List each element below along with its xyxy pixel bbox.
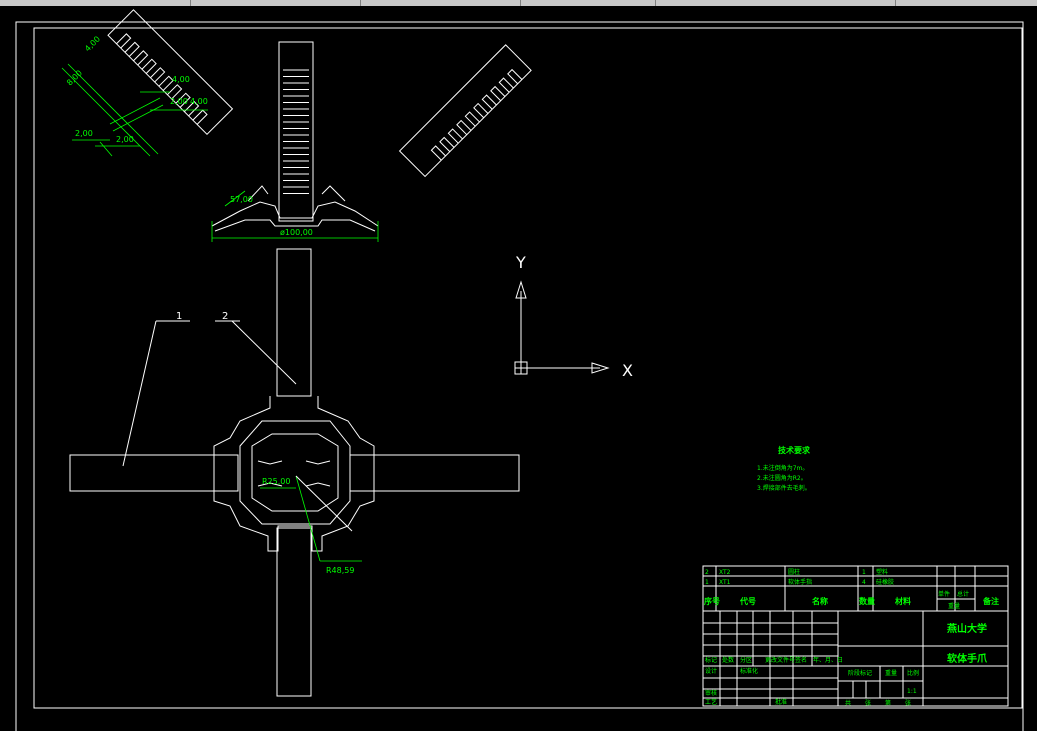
dim-2-a: 2,00 — [170, 97, 188, 106]
dim-8: 8,00 — [65, 68, 84, 87]
finger-left — [107, 9, 234, 135]
part-1-qty: 4 — [862, 579, 866, 586]
sheet-no-suffix: 张 — [905, 699, 911, 707]
header-weight: 重量 — [948, 602, 960, 610]
window-top-bar-segment — [360, 0, 521, 6]
inner-border — [33, 27, 1023, 709]
base-hub — [211, 201, 379, 232]
dim-2-c: 2,00 — [116, 135, 134, 144]
window-top-bar-segment — [190, 0, 361, 6]
hub-lugs — [247, 185, 346, 202]
header-qty: 数量 — [859, 596, 875, 606]
tech-title: 技术要求 — [778, 445, 811, 455]
cad-drawing-canvas[interactable]: ø100,00 57,00 4,00 8,00 4,00 2,00 4,00 2… — [0, 6, 1037, 731]
finger-right-front — [349, 454, 520, 492]
check-label: 审核 — [705, 689, 717, 697]
window-top-bar — [0, 0, 1037, 6]
rev-sign: 签名 — [795, 656, 807, 664]
sheet-total-suffix: 张 — [865, 699, 871, 707]
header-code: 代号 — [739, 596, 756, 606]
finger-up — [276, 248, 312, 397]
part-1-code: XT1 — [719, 579, 731, 586]
header-note: 备注 — [982, 596, 999, 606]
finger-right — [398, 44, 532, 178]
dim-57: 57,00 — [230, 195, 253, 204]
header-unit: 单件 — [938, 590, 950, 598]
approve-label: 批准 — [775, 698, 787, 706]
finger-left-front — [69, 454, 239, 492]
top-view: ø100,00 57,00 4,00 8,00 4,00 2,00 4,00 2… — [61, 9, 532, 242]
finger-down — [276, 527, 312, 697]
front-hub-core — [251, 433, 339, 512]
drawing-name: 软体手爪 — [947, 652, 988, 665]
design-label: 设计 — [705, 667, 717, 675]
front-hub-notches — [257, 460, 331, 487]
rev-mark: 标记 — [705, 656, 717, 664]
standard-label: 标准化 — [740, 667, 758, 675]
stage-label: 阶段标记 — [848, 669, 872, 677]
window-top-bar-segment — [520, 0, 656, 6]
weight-label: 重量 — [885, 669, 897, 677]
dim-r25: R25,00 — [262, 477, 290, 486]
header-material: 材料 — [895, 596, 911, 606]
tech-line-1: 1.未注倒角为7m。 — [757, 464, 808, 472]
ucs-x-label: X — [622, 361, 633, 380]
header-name: 名称 — [812, 596, 828, 606]
part-2-code: XT2 — [719, 569, 731, 576]
scale-label: 比例 — [907, 669, 919, 677]
revision-grid — [703, 611, 1008, 706]
front-hub-inner — [239, 420, 351, 525]
outer-border — [15, 21, 1024, 731]
leader-line-2 — [231, 320, 297, 385]
ucs-icon: Y X — [514, 253, 633, 380]
dim-4-b: 4,00 — [172, 75, 190, 84]
rev-count: 处数 — [722, 656, 734, 664]
header-total: 总计 — [957, 590, 969, 598]
rev-zone: 分区 — [740, 656, 752, 664]
dim-2-b: 2,00 — [75, 129, 93, 138]
top-dimensions: ø100,00 57,00 4,00 8,00 4,00 2,00 4,00 2… — [61, 34, 379, 242]
dim-4-a: 4,00 — [83, 34, 102, 53]
front-hub-outer — [213, 396, 375, 552]
dim-diameter-100: ø100,00 — [280, 228, 313, 237]
sheet-total-prefix: 共 — [845, 699, 851, 707]
window-top-bar-segment — [655, 0, 896, 6]
finger-vertical — [278, 41, 314, 222]
part-2-material: 塑料 — [876, 568, 888, 576]
front-view: 1 2 R25,00 R48,59 — [69, 248, 520, 697]
part-1-name: 软体手指 — [788, 578, 812, 586]
tech-line-2: 2.未注圆角为R2。 — [757, 474, 807, 482]
scale-value: 1:1 — [907, 688, 917, 695]
process-label: 工艺 — [705, 698, 717, 706]
header-no: 序号 — [704, 596, 720, 606]
part-1-no: 1 — [705, 579, 709, 586]
part-2-no: 2 — [705, 569, 709, 576]
window-top-bar-segment — [0, 0, 191, 6]
tech-line-3: 3.焊接部件去毛刺。 — [757, 484, 811, 492]
dim-4-c: 4,00 — [190, 97, 208, 106]
leader-line-1 — [122, 320, 157, 467]
dim-r48-59: R48,59 — [326, 566, 354, 575]
part-1-material: 硅橡胶 — [876, 578, 894, 586]
title-block: 2 XT2 圆柱 1 塑料 1 XT1 软体手指 4 硅橡胶 序号 代号 名称 … — [702, 565, 1009, 707]
part-2-name: 圆柱 — [788, 568, 800, 576]
rev-doc: 更改文件号 — [765, 656, 795, 664]
leader-label-1: 1 — [176, 311, 182, 322]
part-2-qty: 1 — [862, 569, 866, 576]
rev-date: 年、月、日 — [813, 656, 843, 664]
technical-requirements: 技术要求 1.未注倒角为7m。 2.未注圆角为R2。 3.焊接部件去毛刺。 — [757, 445, 811, 492]
sheet-no-prefix: 第 — [885, 699, 891, 707]
leader-label-2: 2 — [222, 311, 228, 322]
ucs-y-label: Y — [515, 253, 526, 272]
school-name: 燕山大学 — [947, 622, 987, 635]
